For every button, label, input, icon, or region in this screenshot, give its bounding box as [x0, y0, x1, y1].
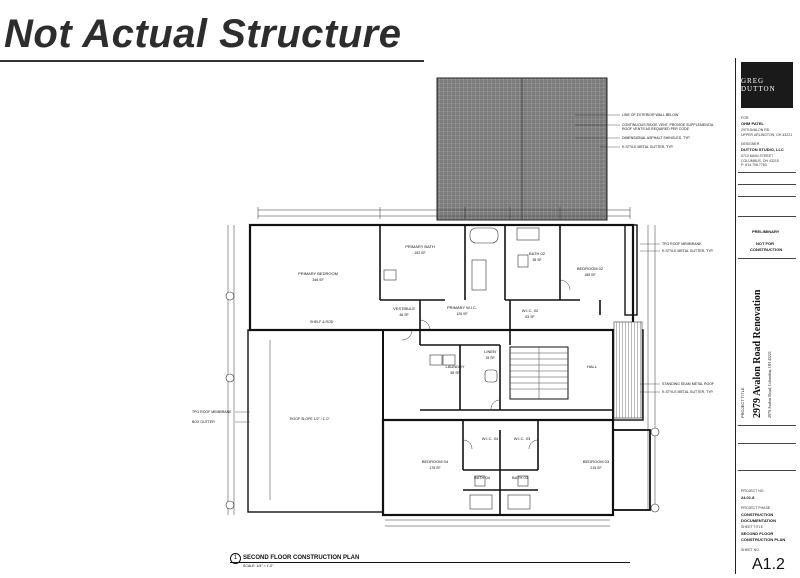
standing-seam-note: STANDING SEAM METAL ROOF	[662, 382, 714, 386]
room-label: W.I.C. 03	[514, 436, 531, 441]
room-label: LAUNDRY	[445, 364, 464, 369]
client-address: 2979 AVALON RD UPPER ARLINGTON, OH 43221	[741, 128, 793, 137]
status-line-1: PRELIMINARY	[752, 229, 780, 234]
roof-note: LINE OF EXTERIOR WALL BELOW	[622, 113, 679, 117]
title-block-rule	[738, 184, 796, 185]
title-block-rule	[738, 172, 796, 173]
roof-note: ROOF VENTS AS REQUIRED PER CODE	[622, 127, 690, 131]
title-block	[735, 58, 798, 574]
sheet-title-line-2: CONSTRUCTION PLAN	[741, 537, 786, 542]
room-label: W.I.C. 04	[482, 436, 499, 441]
sheet-number-label: SHEET NO.	[741, 548, 760, 552]
room-area: 176 SF	[429, 466, 440, 470]
room-area: 185 SF	[584, 273, 595, 277]
firm-logo: GREG DUTTON	[741, 62, 793, 108]
room-label: BATH 03	[512, 475, 529, 480]
designer-name: DUTTON STUDIO, LLC	[741, 147, 784, 152]
room-label: BATH 02	[529, 251, 546, 256]
title-block-rule	[738, 196, 796, 197]
phase-line-1: CONSTRUCTION	[741, 512, 774, 517]
phase-label: PROJECT PHASE	[741, 506, 771, 510]
sheet-number: A1.2	[752, 556, 785, 573]
roof-note: CONTINUOUS RIDGE VENT, PROVIDE SUPPLEMEN…	[622, 123, 714, 127]
client-name: OHM PATEL	[741, 121, 764, 126]
project-name: 2979 Avalon Road Renovation	[752, 289, 763, 418]
project-title-block: PROJECT TITLE 2979 Avalon Road Renovatio…	[738, 268, 778, 418]
tpo-note-left: TPO ROOF MEMBRANE	[192, 410, 232, 414]
status-line-2: NOT FOR	[756, 241, 774, 246]
title-block-rule	[738, 470, 796, 471]
room-area: 15 SF	[485, 356, 494, 360]
standing-seam-roof	[613, 321, 643, 419]
room-label: PRIMARY W.I.C.	[447, 305, 477, 310]
floor-plan: PRIMARY BEDROOM 346 SF PRIMARY BATH 152 …	[192, 77, 714, 527]
roof-note: DIMENSIONAL ASPHALT SHINGLES, TYP.	[622, 136, 690, 140]
designer-address: 5710 MAIN STREET COLUMBUS, OH 43215 P: 6…	[741, 154, 779, 167]
drawing-title-rule	[230, 562, 630, 563]
room-label: BATH 04	[474, 475, 491, 480]
room-area: 346 SF	[312, 278, 323, 282]
room-area: 126 SF	[456, 312, 467, 316]
watermark-text: Not Actual Structure	[4, 12, 402, 56]
room-area: 58 SF	[450, 371, 459, 375]
room-area: 63 SF	[525, 315, 534, 319]
title-block-rule	[738, 258, 796, 259]
project-number: 24.01.8	[741, 495, 755, 500]
status-line-3: CONSTRUCTION	[750, 247, 783, 252]
watermark-underline	[0, 60, 424, 62]
room-area: 215 SF	[590, 466, 601, 470]
drawing-title: SECOND FLOOR CONSTRUCTION PLAN	[243, 555, 360, 561]
project-address: 2979 Avalon Road, Columbus, OH 43221	[767, 351, 772, 418]
gutter-note-right: K-STYLE METAL GUTTER, TYP.	[662, 249, 714, 253]
drawing-scale: SCALE: 1/4" = 1'-0"	[243, 564, 274, 568]
roof-slope-note: ROOF SLOPE 1/2" / 1'-0"	[290, 417, 330, 421]
roof-note: K-STYLE METAL GUTTER, TYP.	[622, 145, 674, 149]
phase-line-2: DOCUMENTATION	[741, 518, 776, 523]
designer-label: DESIGNER	[741, 142, 760, 146]
gutter-note-right2: K-STYLE METAL GUTTER, TYP.	[662, 390, 714, 394]
box-gutter-note: BOX GUTTER	[192, 420, 215, 424]
drawing-number: 1	[230, 553, 241, 564]
room-label: HALL	[587, 364, 598, 369]
shelf-note: SHELF & ROD	[310, 320, 334, 324]
project-number-label: PROJECT NO.	[741, 489, 765, 493]
sheet-title-line-1: SECOND FLOOR	[741, 531, 774, 536]
sheet-title-label: SHEET TITLE	[741, 525, 764, 529]
room-label: BEDROOM 02	[577, 266, 604, 271]
room-area: 38 SF	[532, 258, 541, 262]
room-label: PRIMARY BEDROOM	[298, 271, 338, 276]
room-area: 152 SF	[414, 251, 425, 255]
project-label: PROJECT TITLE	[740, 387, 745, 418]
title-block-rule	[738, 216, 796, 217]
room-label: PRIMARY BATH	[405, 244, 435, 249]
room-label: LINEN	[484, 349, 496, 354]
client-label: FOR	[741, 116, 749, 120]
title-block-rule	[738, 443, 796, 444]
title-block-rule	[738, 425, 796, 426]
room-label: VESTIBULE	[393, 306, 415, 311]
room-label: BEDROOM 04	[422, 459, 449, 464]
room-label: W.I.C. 02	[522, 308, 539, 313]
room-label: BEDROOM 03	[583, 459, 610, 464]
room-area: 46 SF	[399, 313, 408, 317]
tpo-note-right: TPO ROOF MEMBRANE	[662, 242, 702, 246]
